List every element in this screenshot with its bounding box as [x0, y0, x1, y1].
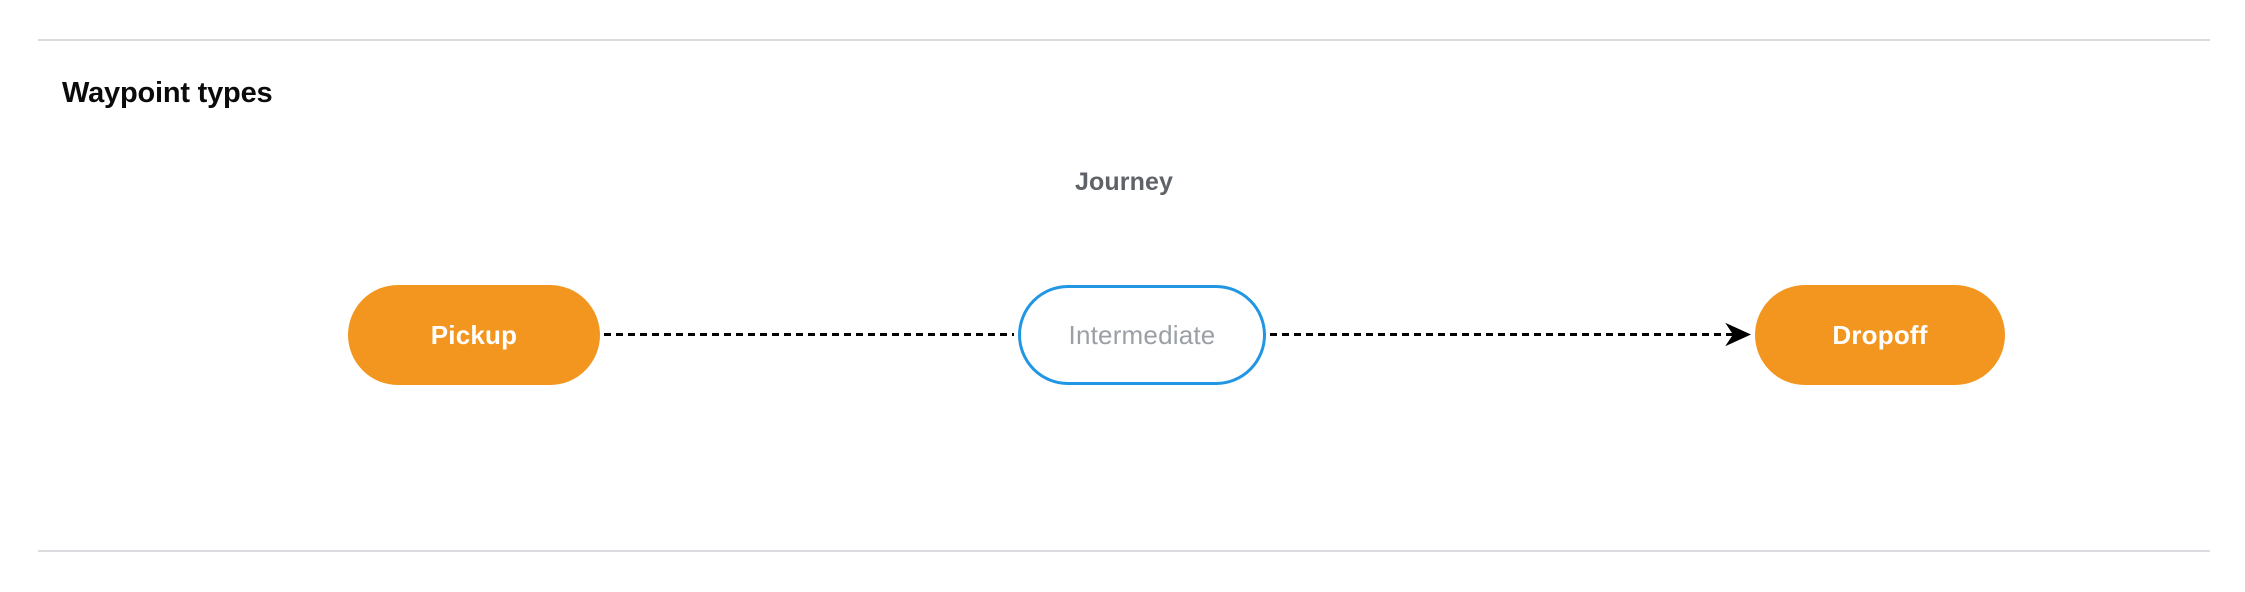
divider-bottom [38, 550, 2210, 552]
node-intermediate[interactable]: Intermediate [1018, 285, 1266, 385]
divider-top [38, 39, 2210, 41]
node-pickup[interactable]: Pickup [348, 285, 600, 385]
page-title: Waypoint types [62, 77, 273, 109]
node-dropoff[interactable]: Dropoff [1755, 285, 2005, 385]
journey-group-label: Journey [1075, 168, 1173, 196]
